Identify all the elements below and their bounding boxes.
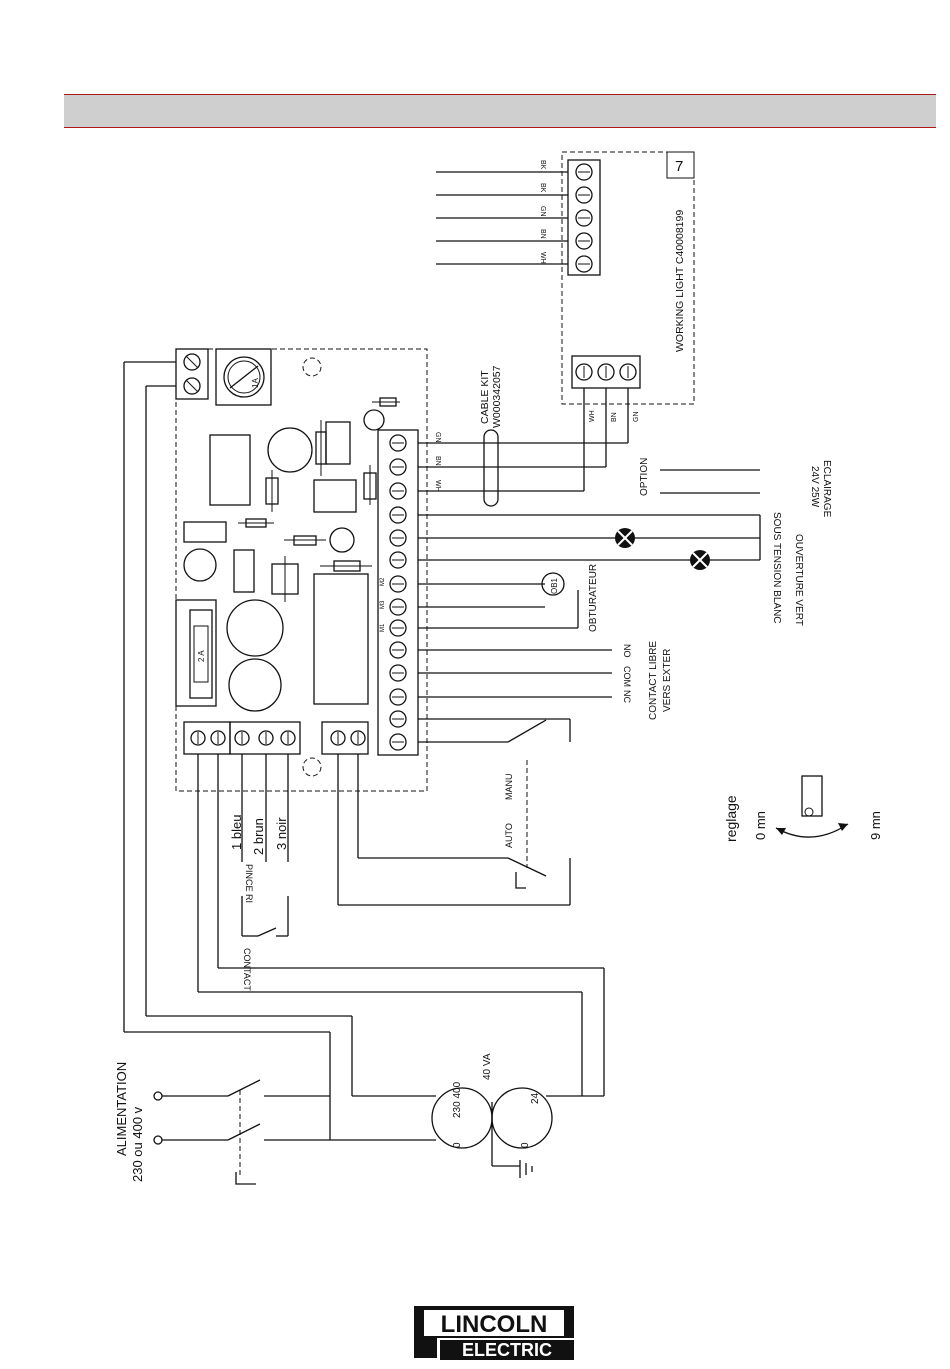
lamp-label-sous-tension: SOUS TENSION BLANC — [771, 512, 782, 624]
motor-terminal-m3: M3 — [380, 600, 386, 609]
bottom-wire-wh: WH — [589, 410, 596, 422]
board-label-wh: WH — [434, 480, 441, 492]
contact-label: CONTACT — [242, 948, 252, 991]
working-light-module: 7 WORKING LIGHT C40008199 — [561, 151, 695, 405]
board-terminal-3 — [389, 482, 407, 500]
reglage-min: 0 mn — [753, 811, 768, 840]
board-bottom-terminal-7 — [350, 730, 366, 746]
bottom-wire-gn: GN — [633, 412, 640, 423]
logo-line1: LINCOLN — [441, 1311, 548, 1338]
cable-color-bleu: 1 bleu — [229, 815, 244, 850]
board-bottom-terminal-5 — [280, 730, 296, 746]
cable-color-noir: 3 noir — [274, 817, 289, 850]
eclairage-line1: ECLAIRAGE — [821, 460, 832, 518]
transformer-power: 40 VA — [482, 1053, 493, 1080]
board-terminal-7 — [389, 575, 407, 593]
wire-label-bn: BN — [539, 229, 546, 239]
board-label-bn: BN — [434, 456, 441, 466]
top-terminal-4 — [575, 232, 593, 250]
board-terminal-6 — [389, 551, 407, 569]
transformer: 40 VA 230 400 0 24 0 — [431, 1053, 553, 1178]
top-terminal-3 — [575, 209, 593, 227]
bottom-wire-bn: BN — [611, 412, 618, 422]
transformer-zero-secondary: 0 — [520, 1142, 531, 1148]
lincoln-electric-logo: LINCOLN ELECTRIC ® — [414, 1306, 577, 1362]
contact-libre-line1: CONTACT LIBRE — [648, 641, 659, 720]
contact-nc: NC — [622, 690, 632, 703]
wire-label-bk-2: BK — [539, 183, 546, 193]
fuse-2a-label: 2 A — [197, 650, 206, 662]
control-board: 1A 2 A — [175, 348, 428, 792]
cable-kit-line2: W000342057 — [491, 365, 503, 428]
board-bottom-terminal-3 — [234, 730, 250, 746]
header-band — [64, 94, 936, 128]
board-bottom-terminal-2 — [210, 730, 226, 746]
module-bottom-terminal-2 — [597, 363, 615, 381]
module-bottom-terminal-1 — [575, 363, 593, 381]
transformer-primary: 230 400 — [452, 1081, 463, 1118]
right-labels: CABLE KIT W000342057 OPTION ECLAIRAGE 24… — [479, 365, 832, 848]
board-terminal-13 — [389, 710, 407, 728]
working-light-label: WORKING LIGHT C40008199 — [674, 210, 686, 352]
supply-wiring — [123, 361, 605, 1141]
alimentation-line2: 230 ou 400 v — [130, 1106, 145, 1182]
board-terminal-12 — [389, 688, 407, 706]
logo-line2: ELECTRIC — [462, 1340, 552, 1360]
board-label-gn: GN — [434, 432, 441, 443]
board-terminal-8 — [389, 598, 407, 616]
cable-kit-line1: CABLE KIT — [479, 370, 491, 424]
board-wiring: GN BN WH OB1 — [418, 388, 761, 743]
auto-manu-switch — [337, 754, 571, 906]
cable-color-brun: 2 brun — [251, 818, 266, 855]
reglage-max: 9 mn — [868, 811, 883, 840]
module-number: 7 — [675, 158, 683, 175]
board-terminal-11 — [389, 664, 407, 682]
board-terminal-9 — [389, 619, 407, 637]
option-label: OPTION — [639, 458, 650, 496]
module-bottom-terminal-3 — [619, 363, 637, 381]
wire-label-wh: WH — [539, 252, 546, 264]
pince-cable: 1 bleu 2 brun 3 noir PINCE RI CONTACT — [229, 754, 289, 991]
alimentation-line1: ALIMENTATION — [114, 1062, 129, 1156]
reglage-dial: reglage 0 mn 9 mn — [723, 775, 883, 842]
contact-com: COM — [622, 666, 632, 687]
board-terminal-14 — [389, 733, 407, 751]
ob1-label: OB1 — [550, 577, 559, 594]
board-terminal-4 — [389, 506, 407, 524]
transformer-zero-primary: 0 — [452, 1142, 463, 1148]
contact-no: NO — [622, 644, 632, 658]
eclairage-line2: 24V 25W — [809, 466, 820, 508]
board-bottom-terminal-6 — [330, 730, 346, 746]
pince-label: PINCE RI — [244, 864, 254, 903]
top-wires — [436, 171, 568, 265]
wire-label-gn: GN — [539, 206, 546, 217]
motor-terminal-m1: M1 — [380, 623, 386, 632]
board-terminal-1 — [389, 434, 407, 452]
contact-libre-line2: VERS EXTER — [662, 649, 673, 712]
board-terminal-10 — [389, 641, 407, 659]
board-terminal-5 — [389, 529, 407, 547]
auto-label: AUTO — [504, 823, 514, 848]
logo-registered: ® — [568, 1317, 574, 1326]
board-bottom-terminal-4 — [258, 730, 274, 746]
lamp-label-ouverture: OUVERTURE VERT — [793, 534, 804, 626]
fuse-1a-label: 1A — [251, 378, 260, 388]
obturateur-label: OBTURATEUR — [588, 564, 599, 632]
wire-label-bk-1: BK — [539, 160, 546, 170]
board-bottom-terminal-1 — [190, 730, 206, 746]
top-terminal-5 — [575, 255, 593, 273]
manu-label: MANU — [504, 774, 514, 801]
top-terminal-2 — [575, 186, 593, 204]
motor-terminal-m2: M2 — [380, 577, 386, 586]
mains-switch: ALIMENTATION 230 ou 400 v — [114, 1062, 330, 1185]
reglage-title: reglage — [723, 795, 739, 842]
top-terminal-1 — [575, 163, 593, 181]
board-terminal-2 — [389, 458, 407, 476]
transformer-secondary: 24 — [530, 1092, 541, 1104]
